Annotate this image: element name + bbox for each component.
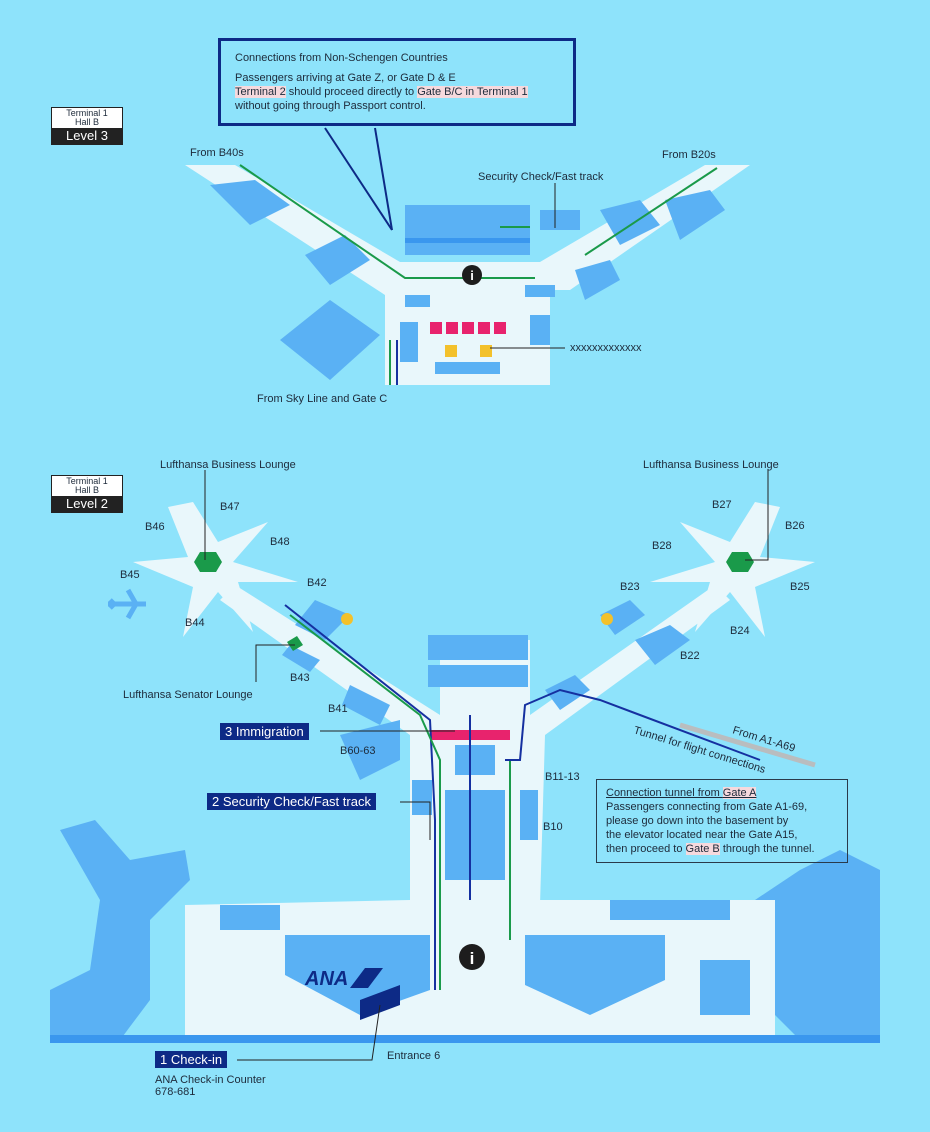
pier-right <box>650 502 815 637</box>
step-label: Immigration <box>235 724 304 739</box>
tunnel-box-text: then proceed to <box>606 843 686 855</box>
elevator-icon <box>601 613 613 625</box>
callout-line: Passengers arriving at Gate Z, or Gate D… <box>235 72 456 84</box>
gate-label: B46 <box>145 521 165 533</box>
gate-label: B42 <box>307 577 327 589</box>
step-2-security: 2 Security Check/Fast track <box>207 793 376 810</box>
step-label: Check-in <box>170 1052 223 1067</box>
step-1-checkin: 1 Check-in <box>155 1051 228 1068</box>
label-xxx: xxxxxxxxxxxxx <box>570 342 642 354</box>
label-senator-lounge: Lufthansa Senator Lounge <box>123 689 253 701</box>
callout-highlight: Gate B/C in Terminal 1 <box>417 86 528 98</box>
tunnel-box-text: through the tunnel. <box>719 843 815 855</box>
non-schengen-callout: Connections from Non-Schengen Countries … <box>218 38 576 126</box>
level2-floorplan: ANA i <box>50 470 880 1061</box>
immigration-booths-l3 <box>430 322 506 334</box>
gate-label: B11-13 <box>545 771 580 783</box>
gate-labels: B47 B46 B48 B45 B42 B44 B43 B41 B60-63 B… <box>120 499 810 833</box>
badge-terminal: Terminal 1 <box>66 476 108 486</box>
gate-label: B23 <box>620 581 640 593</box>
tunnel-box-line: please go down into the basement by <box>606 815 789 827</box>
gate-label: B25 <box>790 581 810 593</box>
level3-floorplan: i <box>185 127 750 385</box>
badge-hall: Hall B <box>74 485 99 495</box>
gate-label: B47 <box>220 501 240 513</box>
airplane-icon <box>108 588 146 620</box>
gate-label: B43 <box>290 672 310 684</box>
label-from-skyline: From Sky Line and Gate C <box>257 393 387 405</box>
callout-text: should proceed directly to <box>285 86 418 98</box>
svg-text:i: i <box>470 268 474 283</box>
gate-label: B27 <box>712 499 732 511</box>
pier-left <box>133 502 298 637</box>
gate-label: B48 <box>270 536 290 548</box>
tunnel-box-title: Connection tunnel from <box>606 787 723 799</box>
gate-label: B10 <box>543 821 563 833</box>
elevator-icon <box>445 345 457 357</box>
callout-highlight: Terminal 2 <box>235 86 286 98</box>
gate-label: B60-63 <box>340 745 375 757</box>
callout-line: without going through Passport control. <box>235 100 426 112</box>
step-3-immigration: 3 Immigration <box>220 723 309 740</box>
badge-level: Level 2 <box>52 496 122 512</box>
gate-label: B41 <box>328 703 348 715</box>
label-security-l3: Security Check/Fast track <box>478 171 604 183</box>
gate-label: B26 <box>785 520 805 532</box>
badge-level: Level 3 <box>52 128 122 144</box>
tunnel-box-line: Passengers connecting from Gate A1-69, <box>606 801 808 813</box>
label-ana-counter-nums: 678-681 <box>155 1086 195 1098</box>
label-lounge-right: Lufthansa Business Lounge <box>643 459 779 471</box>
tunnel-box-highlight: Gate A <box>722 787 757 799</box>
svg-text:i: i <box>470 949 475 968</box>
step-number: 3 <box>225 724 233 739</box>
lounge-icon <box>726 552 754 572</box>
label-from-b20s: From B20s <box>662 149 716 161</box>
gate-label: B28 <box>652 540 672 552</box>
callout-title: Connections from Non-Schengen Countries <box>235 52 448 64</box>
info-icon <box>459 944 485 970</box>
elevator-icon <box>480 345 492 357</box>
step-label: Security Check/Fast track <box>222 794 371 809</box>
gate-label: B44 <box>185 617 205 629</box>
gate-label: B45 <box>120 569 140 581</box>
badge-terminal: Terminal 1 <box>66 108 108 118</box>
label-from-b40s: From B40s <box>190 147 244 159</box>
tunnel-box-line: the elevator located near the Gate A15, <box>606 829 798 841</box>
lounge-icon <box>194 552 222 572</box>
step-number: 1 <box>160 1052 168 1067</box>
badge-hall: Hall B <box>74 117 99 127</box>
info-icon <box>462 265 482 285</box>
tunnel-info-box: Connection tunnel from Gate A Passengers… <box>596 779 848 863</box>
tunnel-box-highlight: Gate B <box>685 843 720 855</box>
elevator-icon <box>341 613 353 625</box>
gate-label: B24 <box>730 625 750 637</box>
label-ana-counter: ANA Check-in Counter <box>155 1074 266 1086</box>
step-number: 2 <box>212 794 220 809</box>
label-lounge-left: Lufthansa Business Lounge <box>160 459 296 471</box>
label-entrance-6: Entrance 6 <box>387 1050 440 1062</box>
ana-logo: ANA <box>304 968 348 990</box>
gate-label: B22 <box>680 650 700 662</box>
